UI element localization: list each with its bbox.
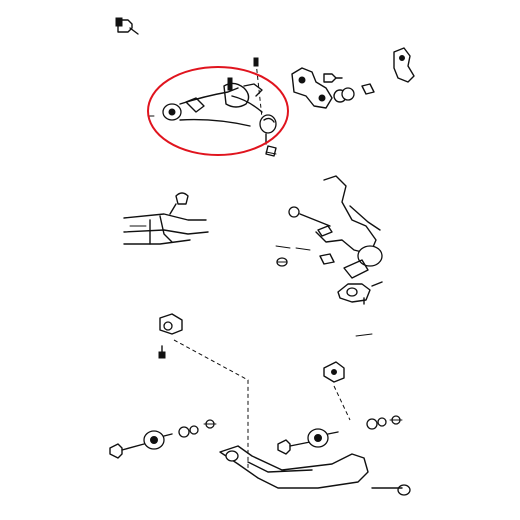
highlight-ring <box>147 66 289 156</box>
lower-right-bushing <box>277 415 403 455</box>
steering-knuckle <box>275 175 383 279</box>
lower-control-arm <box>219 445 411 496</box>
top-bolt <box>115 17 139 35</box>
lower-ball-joint <box>337 281 383 337</box>
lower-left-bushing <box>109 419 217 459</box>
upper-arm-bracket <box>291 47 415 109</box>
frame-section <box>123 192 209 245</box>
lower-bump-stop <box>158 313 249 470</box>
right-guide <box>323 361 351 421</box>
upper-control-arm[interactable] <box>147 57 277 157</box>
